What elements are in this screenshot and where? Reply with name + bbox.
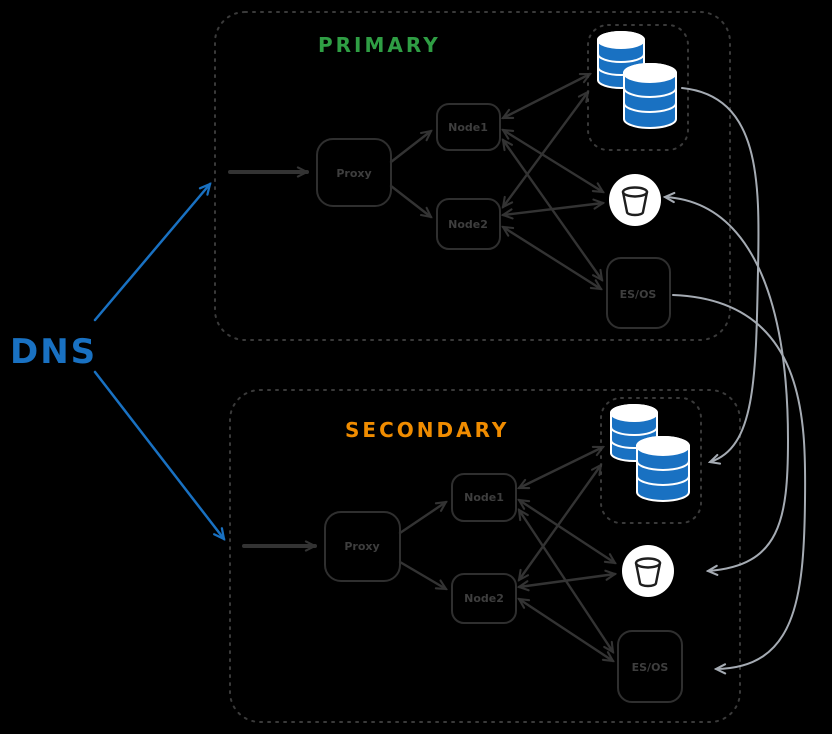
replication-arrows	[665, 87, 807, 669]
db-stripe	[623, 102, 677, 113]
bucket-circle	[609, 174, 661, 226]
secondary-node2-es-arrow	[519, 599, 613, 661]
primary-node2-box	[436, 198, 501, 250]
primary-node1-db-arrow	[503, 72, 590, 120]
replication-es-arrow	[672, 294, 807, 669]
primary-node2-bucket-arrow	[503, 203, 603, 215]
primary-proxy-to-node1-arrow	[389, 131, 431, 164]
secondary-bucket-icon	[622, 545, 674, 597]
db-top	[597, 31, 645, 49]
secondary-region: SECONDARY Proxy Node1 Node2	[229, 389, 741, 723]
bucket-circle	[622, 545, 674, 597]
primary-region: PRIMARY Proxy Node1 Node2	[214, 11, 731, 341]
secondary-node2-label: Node2	[464, 592, 504, 605]
primary-region-title: PRIMARY	[318, 33, 441, 57]
secondary-es-label: ES/OS	[632, 661, 669, 674]
secondary-database-icon	[600, 397, 702, 524]
secondary-node2-db-arrow	[519, 465, 601, 580]
secondary-proxy-to-node2-arrow	[398, 560, 446, 591]
secondary-proxy-to-node1-arrow	[398, 502, 446, 535]
secondary-region-title: SECONDARY	[345, 418, 509, 442]
bucket-body	[634, 561, 662, 588]
db-top	[610, 404, 658, 422]
secondary-node2-bucket-arrow	[519, 574, 615, 587]
primary-database-icon	[587, 24, 689, 151]
bucket-body	[621, 190, 649, 217]
primary-proxy-box	[316, 138, 392, 207]
secondary-es-box	[617, 630, 683, 703]
primary-es-label: ES/OS	[620, 288, 657, 301]
dns-to-primary-arrow	[93, 184, 210, 322]
secondary-node2-box	[451, 573, 517, 624]
primary-bucket-icon	[609, 174, 661, 226]
primary-proxy-label: Proxy	[336, 167, 371, 180]
dns-to-secondary-arrow	[93, 370, 224, 539]
db-stripe	[597, 53, 645, 63]
db-top	[623, 63, 677, 83]
replication-bucket-arrow	[665, 197, 790, 571]
primary-node1-box	[436, 103, 501, 151]
primary-node2-es-arrow	[503, 227, 601, 289]
secondary-region-border	[229, 389, 741, 723]
db-stripe	[623, 87, 677, 98]
secondary-proxy-label: Proxy	[344, 540, 379, 553]
secondary-node1-box	[451, 473, 517, 522]
secondary-proxy-box	[324, 511, 401, 582]
primary-proxy-to-node2-arrow	[389, 184, 431, 217]
secondary-node1-label: Node1	[464, 491, 504, 504]
dns-label: DNS	[10, 332, 97, 372]
primary-node1-label: Node1	[448, 121, 488, 134]
replication-db-arrow	[681, 87, 760, 462]
primary-node2-label: Node2	[448, 218, 488, 231]
db-stripe	[610, 426, 658, 436]
db-top	[636, 436, 690, 456]
primary-node2-db-arrow	[503, 92, 588, 207]
